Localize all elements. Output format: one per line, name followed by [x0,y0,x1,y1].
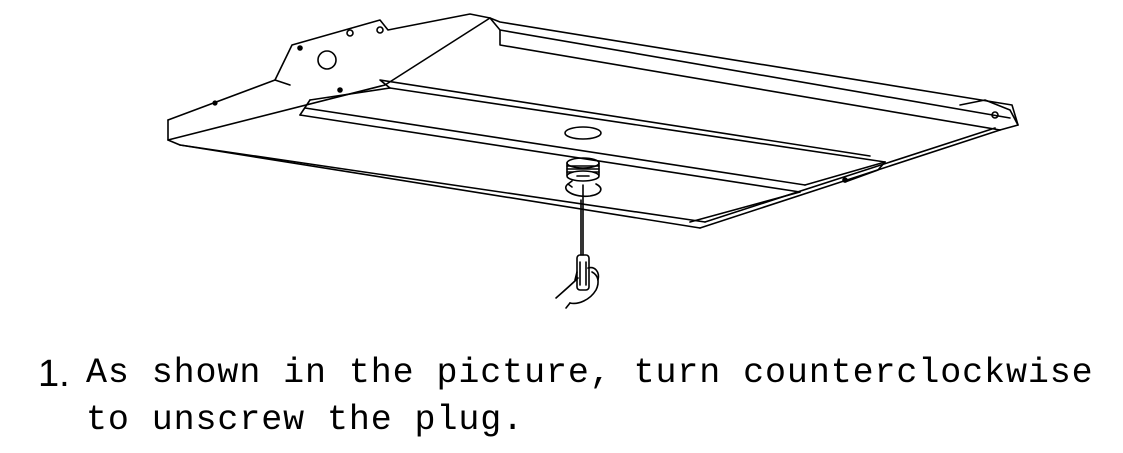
screwdriver [576,184,590,291]
fixture-housing [167,13,1019,229]
step-number: 1. [38,353,70,395]
center-plug [565,157,602,198]
instruction-text: As shown in the picture, turn counterclo… [86,353,1094,440]
hand [555,266,600,309]
light-fixture-drawing [167,13,1019,309]
instruction-caption: 1. As shown in the picture, turn counter… [38,350,1113,444]
installation-illustration [167,13,1019,309]
